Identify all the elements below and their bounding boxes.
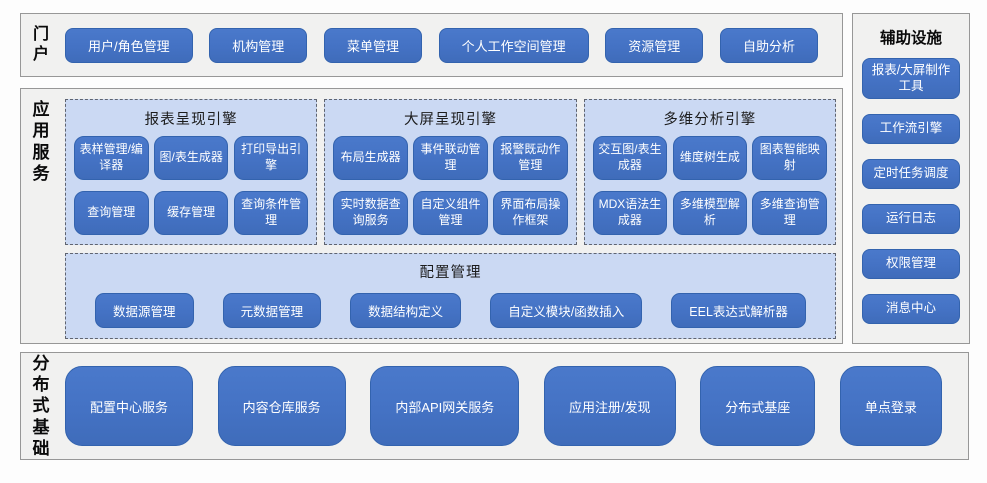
module-button-layout-generator[interactable]: 布局生成器: [333, 136, 408, 180]
portal-button-menu[interactable]: 菜单管理: [323, 27, 422, 63]
module-button-cache-mgmt[interactable]: 缓存管理: [153, 191, 229, 235]
portal-button-row: 用户/角色管理 机构管理 菜单管理 个人工作空间管理 资源管理 自助分析: [65, 27, 818, 63]
dist-button-sso[interactable]: 单点登录: [839, 366, 942, 446]
module-button-olap-query[interactable]: 多维查询管理: [752, 191, 827, 235]
aux-button-message-center[interactable]: 消息中心: [862, 293, 960, 324]
dashboard-engine-grid: 布局生成器 事件联动管理 报警既动作管理 实时数据查询服务 自定义组件管理 界面…: [333, 136, 568, 235]
module-button-interactive-chart[interactable]: 交互图/表生成器: [592, 136, 668, 180]
olap-engine-title: 多维分析引擎: [663, 112, 757, 128]
dashboard-engine-title: 大屏呈现引擎: [403, 112, 497, 128]
portal-button-self-analysis[interactable]: 自助分析: [719, 27, 818, 63]
config-panel-title: 配置管理: [419, 265, 482, 281]
portal-button-workspace[interactable]: 个人工作空间管理: [438, 27, 589, 63]
module-button-query-mgmt[interactable]: 查询管理: [74, 191, 149, 235]
dist-button-distributed-base[interactable]: 分布式基座: [700, 366, 816, 446]
module-button-chart-generator[interactable]: 图/表生成器: [153, 136, 229, 180]
module-button-dimension-tree[interactable]: 维度树生成: [672, 136, 748, 180]
module-button-mdx-generator[interactable]: MDX语法生成器: [592, 191, 668, 235]
aux-button-task-scheduler[interactable]: 定时任务调度: [862, 158, 960, 189]
distributed-base-section: 分布式基础 配置中心服务 内容仓库服务 内部API网关服务 应用注册/发现 分布…: [20, 352, 969, 460]
app-services-content: 报表呈现引擎 表样管理/编译器 图/表生成器 打印导出引擎 查询管理 缓存管理 …: [65, 99, 836, 339]
portal-button-org[interactable]: 机构管理: [209, 27, 308, 63]
dist-button-api-gateway[interactable]: 内部API网关服务: [370, 366, 520, 446]
portal-section-label: 门户: [32, 26, 49, 63]
app-services-section: 应用服务 报表呈现引擎 表样管理/编译器 图/表生成器 打印导出引擎 查询管理 …: [20, 88, 843, 344]
auxiliary-facilities-section: 辅助设施 报表/大屏制作工具 工作流引擎 定时任务调度 运行日志 权限管理 消息…: [852, 13, 970, 344]
module-button-realtime-query[interactable]: 实时数据查询服务: [333, 191, 408, 235]
distributed-base-label: 分布式基础: [32, 353, 50, 458]
aux-button-run-log[interactable]: 运行日志: [862, 203, 960, 234]
config-management-panel: 配置管理 数据源管理 元数据管理 数据结构定义 自定义模块/函数插入 EEL表达…: [65, 253, 836, 339]
portal-button-resource[interactable]: 资源管理: [605, 27, 704, 63]
olap-engine-panel: 多维分析引擎 交互图/表生成器 维度树生成 图表智能映射 MDX语法生成器 多维…: [583, 99, 836, 245]
module-button-event-linkage[interactable]: 事件联动管理: [413, 136, 488, 180]
module-button-custom-component[interactable]: 自定义组件管理: [413, 191, 488, 235]
module-button-chart-mapping[interactable]: 图表智能映射: [752, 136, 827, 180]
dist-button-content-repo[interactable]: 内容仓库服务: [217, 366, 346, 446]
dist-button-config-center[interactable]: 配置中心服务: [65, 366, 194, 446]
report-engine-grid: 表样管理/编译器 图/表生成器 打印导出引擎 查询管理 缓存管理 查询条件管理: [74, 136, 309, 235]
distributed-button-row: 配置中心服务 内容仓库服务 内部API网关服务 应用注册/发现 分布式基座 单点…: [65, 366, 942, 446]
config-button-datasource[interactable]: 数据源管理: [95, 293, 194, 328]
module-button-print-export[interactable]: 打印导出引擎: [233, 136, 309, 180]
aux-button-permission-mgmt[interactable]: 权限管理: [862, 248, 960, 279]
portal-button-user-role[interactable]: 用户/角色管理: [65, 27, 193, 63]
report-engine-title: 报表呈现引擎: [144, 112, 238, 128]
config-button-custom-module[interactable]: 自定义模块/函数插入: [490, 293, 643, 328]
module-button-style-compiler[interactable]: 表样管理/编译器: [74, 136, 149, 180]
config-button-data-structure[interactable]: 数据结构定义: [350, 293, 462, 328]
module-button-query-condition[interactable]: 查询条件管理: [233, 191, 309, 235]
module-button-ui-layout-framework[interactable]: 界面布局操作框架: [493, 191, 568, 235]
module-button-model-parse[interactable]: 多维模型解析: [672, 191, 748, 235]
portal-section: 门户 用户/角色管理 机构管理 菜单管理 个人工作空间管理 资源管理 自助分析: [20, 13, 843, 77]
auxiliary-button-list: 报表/大屏制作工具 工作流引擎 定时任务调度 运行日志 权限管理 消息中心: [862, 58, 960, 324]
auxiliary-facilities-title: 辅助设施: [879, 30, 942, 47]
app-services-section-label: 应用服务: [32, 100, 50, 183]
dashboard-engine-panel: 大屏呈现引擎 布局生成器 事件联动管理 报警既动作管理 实时数据查询服务 自定义…: [324, 99, 577, 245]
report-engine-panel: 报表呈现引擎 表样管理/编译器 图/表生成器 打印导出引擎 查询管理 缓存管理 …: [65, 99, 318, 245]
dist-button-app-registry[interactable]: 应用注册/发现: [543, 366, 676, 446]
aux-button-workflow-engine[interactable]: 工作流引擎: [862, 113, 960, 144]
olap-engine-grid: 交互图/表生成器 维度树生成 图表智能映射 MDX语法生成器 多维模型解析 多维…: [592, 136, 827, 235]
aux-button-report-maker[interactable]: 报表/大屏制作工具: [862, 58, 960, 99]
engine-panels-row: 报表呈现引擎 表样管理/编译器 图/表生成器 打印导出引擎 查询管理 缓存管理 …: [65, 99, 836, 245]
module-button-alarm-action[interactable]: 报警既动作管理: [493, 136, 568, 180]
config-button-eel-parser[interactable]: EEL表达式解析器: [671, 293, 806, 328]
config-button-row: 数据源管理 元数据管理 数据结构定义 自定义模块/函数插入 EEL表达式解析器: [76, 289, 825, 328]
config-button-metadata[interactable]: 元数据管理: [222, 293, 322, 328]
